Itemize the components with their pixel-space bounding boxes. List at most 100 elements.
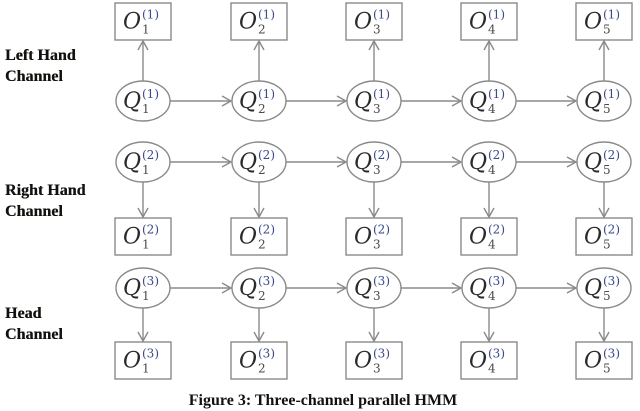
svg-text:(3): (3) — [488, 274, 505, 288]
edges-layer — [137, 39, 610, 343]
svg-text:O: O — [354, 349, 372, 374]
svg-text:O: O — [584, 225, 602, 250]
svg-text:Q: Q — [469, 150, 487, 175]
svg-text:(2): (2) — [373, 148, 390, 162]
svg-text:(3): (3) — [142, 347, 159, 361]
svg-text:(2): (2) — [142, 223, 159, 237]
svg-text:(2): (2) — [373, 223, 390, 237]
svg-text:2: 2 — [258, 289, 266, 303]
svg-text:(3): (3) — [258, 274, 275, 288]
svg-text:2: 2 — [258, 102, 266, 116]
channel-label-line2: Channel — [5, 326, 63, 343]
svg-text:O: O — [354, 10, 372, 35]
channel-label-right-hand: Right Hand Channel — [5, 180, 85, 222]
svg-text:Q: Q — [239, 276, 257, 301]
svg-text:(1): (1) — [603, 87, 620, 101]
svg-text:O: O — [469, 225, 487, 250]
svg-text:3: 3 — [373, 362, 381, 376]
svg-text:4: 4 — [488, 23, 496, 37]
svg-text:Q: Q — [584, 150, 602, 175]
svg-text:Q: Q — [584, 276, 602, 301]
channel-label-head: Head Channel — [5, 303, 63, 345]
svg-text:(3): (3) — [603, 347, 620, 361]
channel-label-line1: Head — [5, 305, 42, 322]
svg-text:O: O — [239, 225, 257, 250]
channel-label-line2: Channel — [5, 203, 63, 220]
svg-text:O: O — [123, 225, 141, 250]
svg-text:4: 4 — [488, 163, 496, 177]
svg-text:(3): (3) — [373, 347, 390, 361]
channel-label-line1: Right Hand — [5, 182, 86, 199]
svg-text:O: O — [239, 349, 257, 374]
svg-text:5: 5 — [603, 163, 611, 177]
svg-text:Q: Q — [354, 89, 372, 114]
svg-text:Q: Q — [584, 89, 602, 114]
svg-text:5: 5 — [603, 289, 611, 303]
svg-text:(2): (2) — [603, 223, 620, 237]
svg-text:3: 3 — [373, 163, 381, 177]
svg-text:O: O — [469, 349, 487, 374]
svg-text:(1): (1) — [142, 8, 159, 22]
svg-text:(2): (2) — [258, 223, 275, 237]
svg-text:O: O — [123, 10, 141, 35]
svg-text:(2): (2) — [258, 148, 275, 162]
svg-text:O: O — [123, 349, 141, 374]
svg-text:(3): (3) — [258, 347, 275, 361]
svg-text:2: 2 — [258, 362, 266, 376]
svg-text:(1): (1) — [603, 8, 620, 22]
svg-text:1: 1 — [142, 163, 150, 177]
svg-text:(2): (2) — [142, 148, 159, 162]
svg-text:(1): (1) — [488, 8, 505, 22]
svg-text:(3): (3) — [603, 274, 620, 288]
channel-label-line2: Channel — [5, 68, 63, 85]
svg-text:1: 1 — [142, 238, 150, 252]
svg-text:4: 4 — [488, 289, 496, 303]
svg-text:4: 4 — [488, 238, 496, 252]
svg-text:Q: Q — [354, 276, 372, 301]
channel-label-left-hand: Left Hand Channel — [5, 45, 76, 87]
svg-text:(3): (3) — [373, 274, 390, 288]
svg-text:(2): (2) — [488, 148, 505, 162]
svg-text:3: 3 — [373, 238, 381, 252]
svg-text:(3): (3) — [488, 347, 505, 361]
svg-text:5: 5 — [603, 362, 611, 376]
svg-text:Q: Q — [469, 89, 487, 114]
svg-text:5: 5 — [603, 23, 611, 37]
svg-text:4: 4 — [488, 102, 496, 116]
svg-text:3: 3 — [373, 289, 381, 303]
svg-text:3: 3 — [373, 23, 381, 37]
svg-text:O: O — [584, 10, 602, 35]
svg-text:Q: Q — [354, 150, 372, 175]
svg-text:(1): (1) — [488, 87, 505, 101]
svg-text:Q: Q — [123, 276, 141, 301]
svg-text:1: 1 — [142, 23, 150, 37]
svg-text:(2): (2) — [603, 148, 620, 162]
svg-text:2: 2 — [258, 23, 266, 37]
svg-text:(2): (2) — [488, 223, 505, 237]
